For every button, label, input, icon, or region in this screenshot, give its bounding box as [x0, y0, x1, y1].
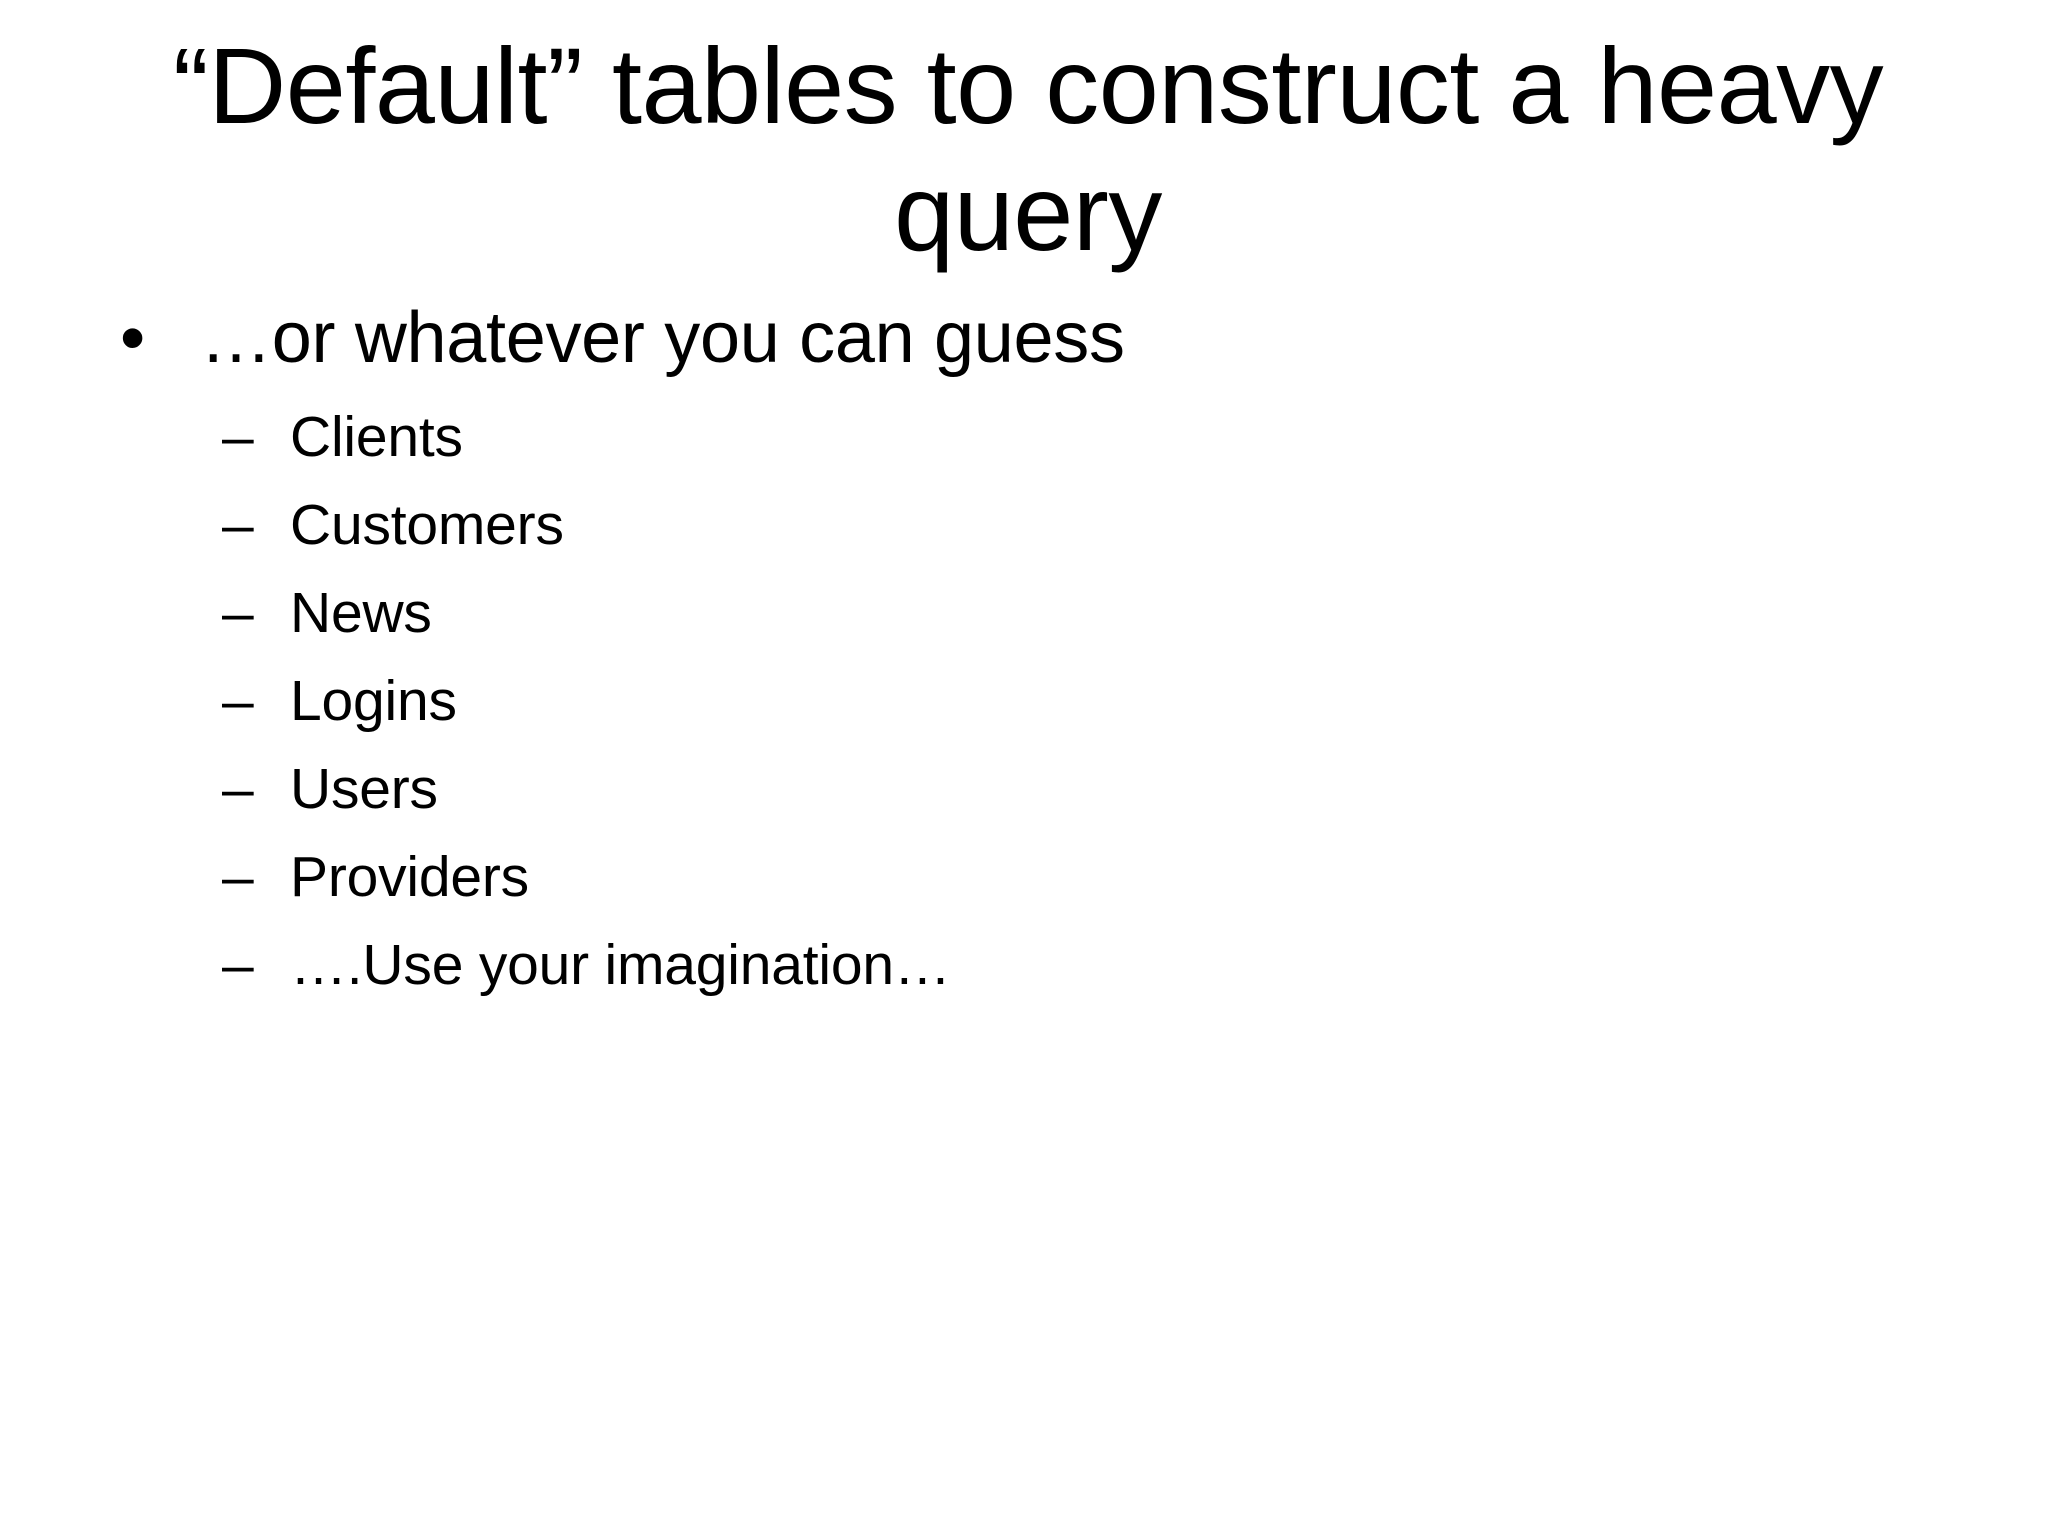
dash-bullet-icon: – [222, 757, 254, 822]
list-item-label: Users [290, 757, 438, 822]
bullet-dot-icon: • [120, 298, 145, 378]
list-item: – Clients [200, 393, 2048, 481]
list-item: – Providers [200, 833, 2048, 921]
list-item-label: Clients [290, 404, 463, 469]
list-item-label: Customers [290, 493, 564, 558]
dash-bullet-icon: – [222, 581, 254, 646]
bullet-list-level2: – Clients – Customers – News – [200, 393, 2048, 1009]
list-item: – ….Use your imagination… [200, 921, 2048, 1009]
list-item-label: News [290, 581, 432, 646]
list-item-label: ….Use your imagination… [290, 933, 951, 998]
bullet-list-level1: • …or whatever you can guess – Clients –… [0, 296, 2048, 1009]
list-item: – Customers [200, 481, 2048, 569]
sub-list-wrapper: – Clients – Customers – News – [200, 393, 2048, 1009]
dash-bullet-icon: – [222, 933, 254, 998]
page-title: “Default” tables to construct a heavy qu… [172, 25, 1884, 274]
list-item-label: Logins [290, 669, 457, 734]
dash-bullet-icon: – [222, 404, 254, 469]
dash-bullet-icon: – [222, 845, 254, 910]
list-item-label: Providers [290, 845, 529, 910]
dash-bullet-icon: – [222, 493, 254, 558]
list-item: • …or whatever you can guess – Clients –… [0, 296, 2048, 1009]
list-item: – Users [200, 745, 2048, 833]
dash-bullet-icon: – [222, 669, 254, 734]
list-item-label: …or whatever you can guess [200, 298, 1125, 378]
slide-body: • …or whatever you can guess – Clients –… [0, 296, 2048, 1023]
list-item: – News [200, 569, 2048, 657]
list-item: – Logins [200, 657, 2048, 745]
